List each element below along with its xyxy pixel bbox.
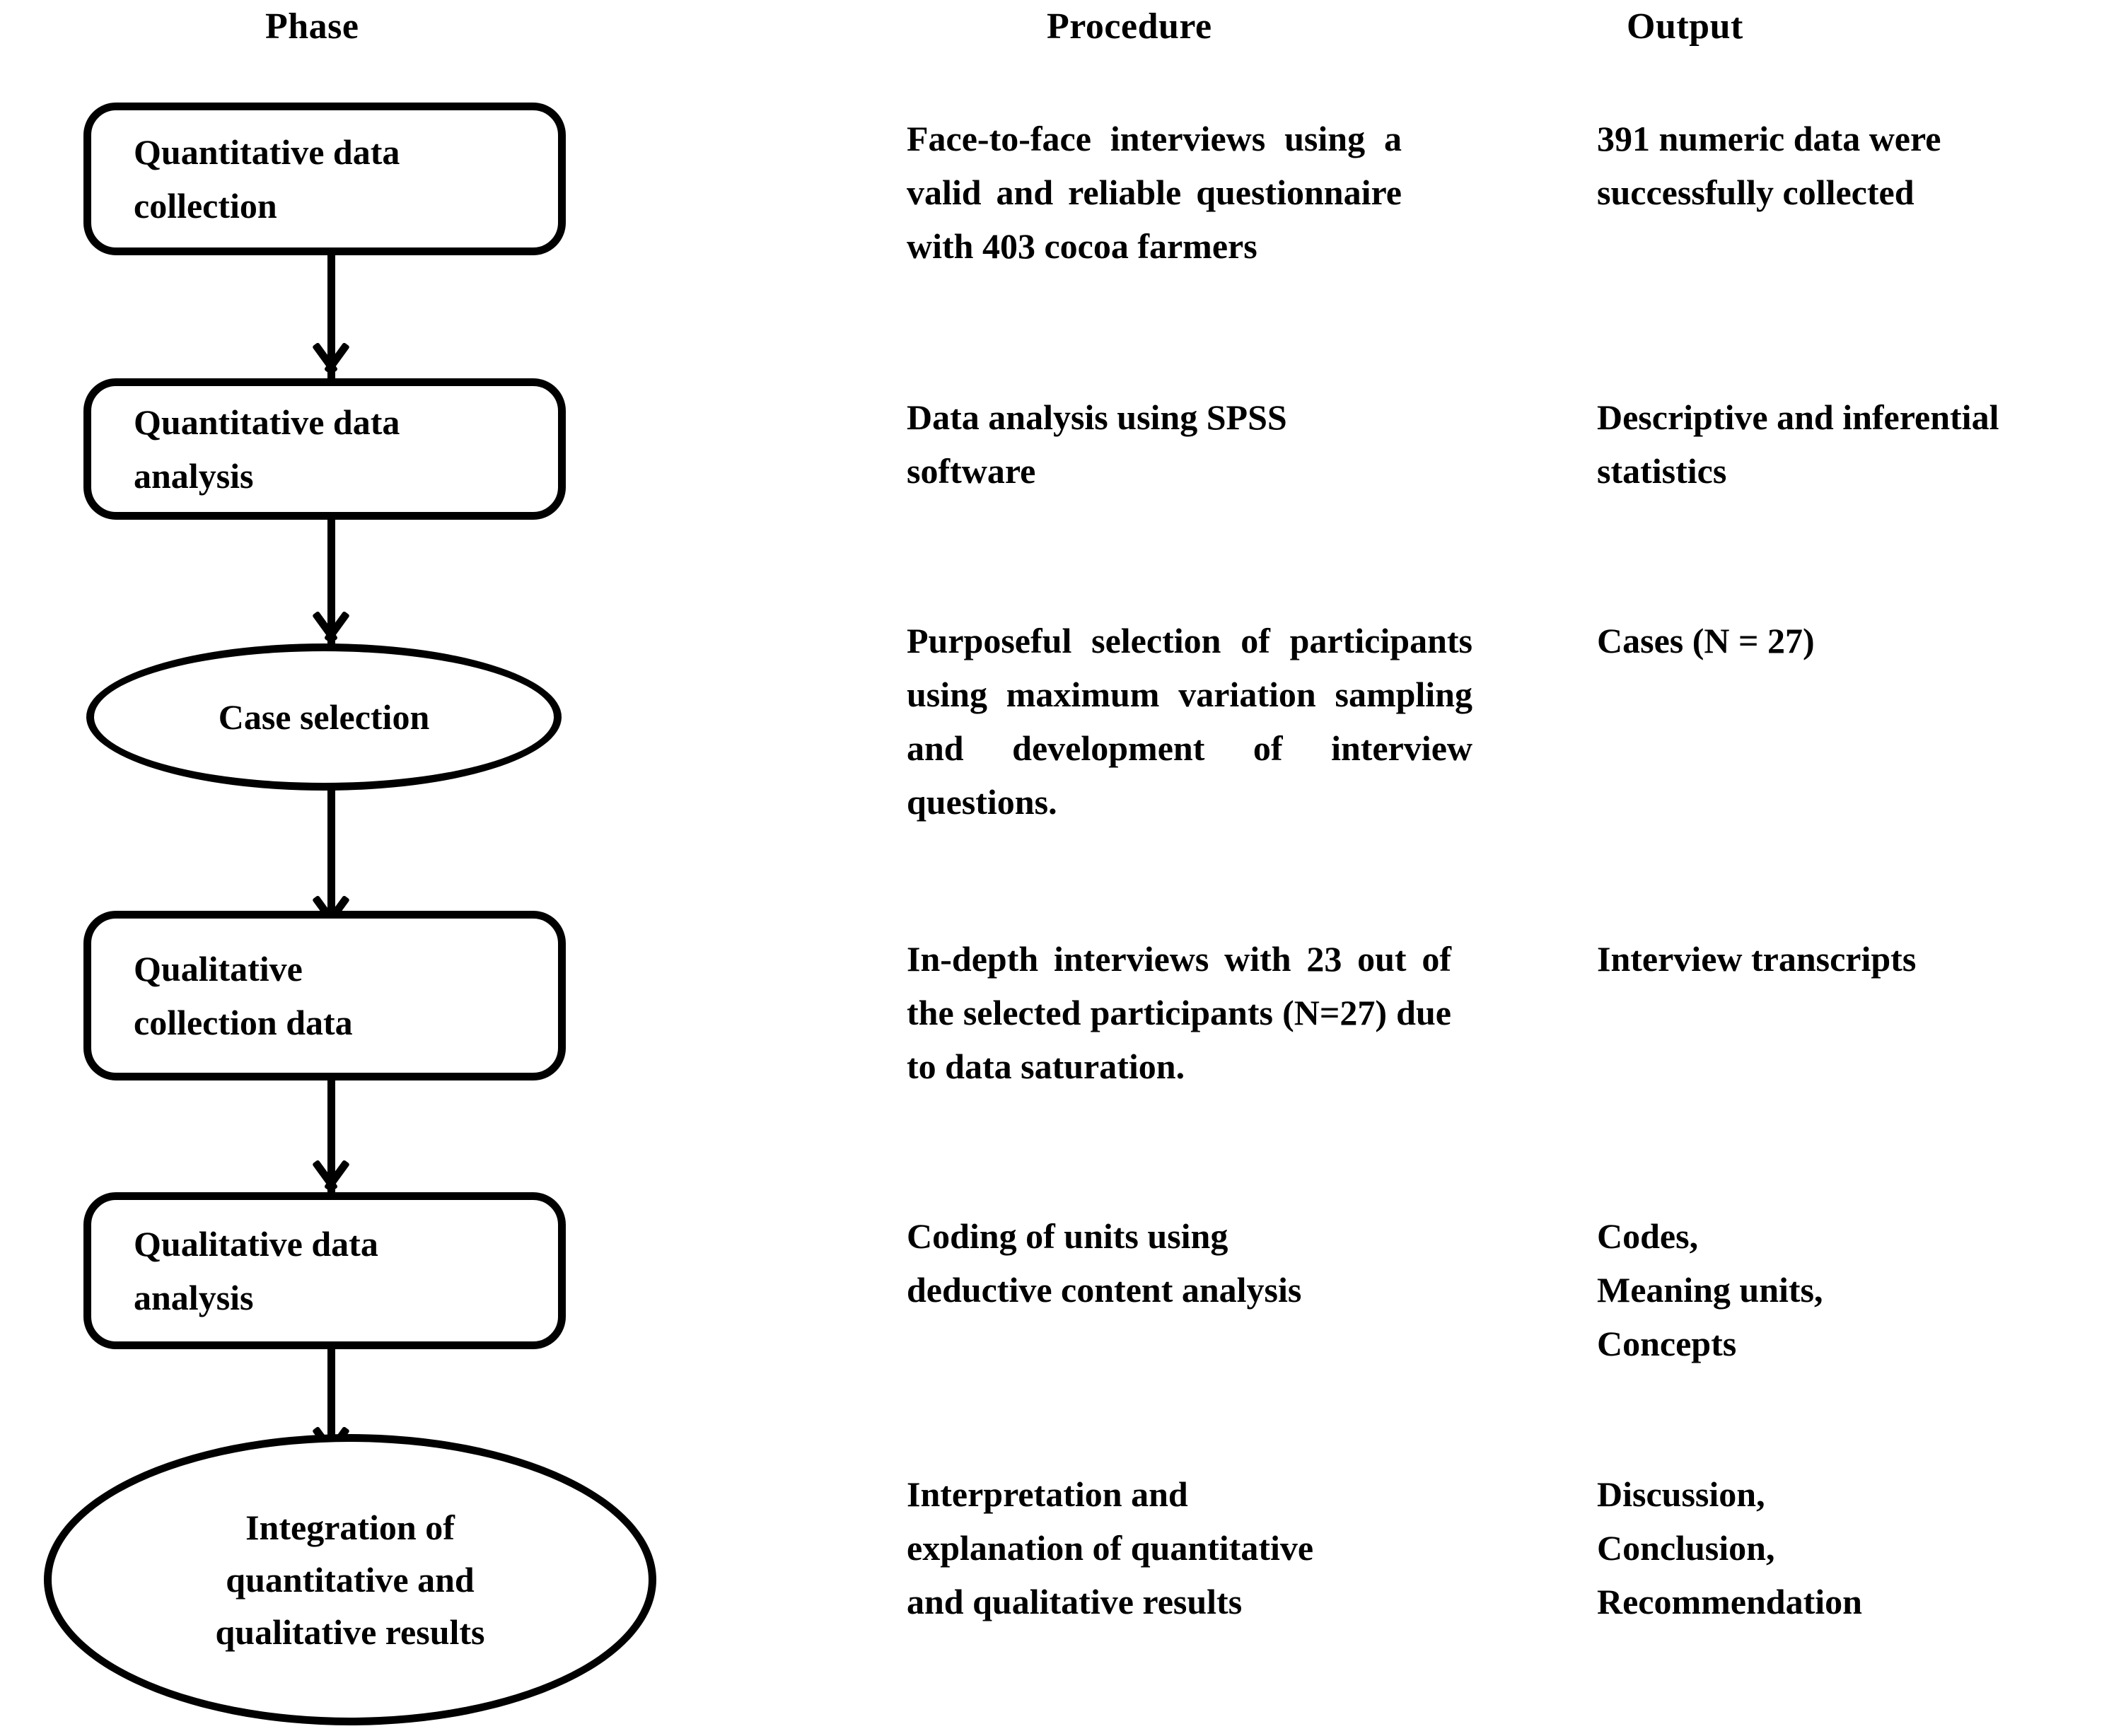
arrow-head-icon bbox=[309, 1162, 353, 1193]
output-text-row-2: Descriptive and inferential statistics bbox=[1597, 390, 2109, 498]
procedure-text-row-3: Purposeful selection of participants usi… bbox=[907, 621, 1472, 822]
procedure-line: Data analysis using SPSS bbox=[907, 397, 1287, 437]
arrow-stem bbox=[327, 1080, 335, 1196]
output-line: Recommendation bbox=[1597, 1582, 1862, 1621]
node-quantitative-data-collection[interactable]: Quantitative data collection bbox=[83, 103, 566, 255]
output-line: Codes, bbox=[1597, 1216, 1699, 1256]
procedure-line: explanation of quantitative bbox=[907, 1528, 1314, 1568]
node-quantitative-data-analysis[interactable]: Quantitative data analysis bbox=[83, 378, 566, 520]
procedure-text-row-4: In-depth interviews with 23 out of the s… bbox=[907, 939, 1451, 1086]
node-label: Qualitative collection data bbox=[91, 942, 353, 1049]
procedure-text-row-6: Interpretation and explanation of quanti… bbox=[907, 1467, 1494, 1629]
output-text-row-4: Interview transcripts bbox=[1597, 939, 1917, 979]
output-text-row-6: Discussion, Conclusion, Recommendation bbox=[1597, 1467, 2106, 1629]
output-text-row-5: Codes, Meaning units, Concepts bbox=[1597, 1209, 2106, 1370]
output-line: 391 numeric data were bbox=[1597, 119, 1941, 158]
column-header-procedure: Procedure bbox=[1047, 6, 1212, 47]
procedure-line: and qualitative results bbox=[907, 1582, 1243, 1621]
node-label-line: analysis bbox=[134, 456, 254, 496]
node-label-line: Integration of bbox=[245, 1508, 455, 1547]
output-line: successfully collected bbox=[1597, 173, 1915, 212]
output-line: Conclusion, bbox=[1597, 1528, 1775, 1568]
node-label-line: Quantitative data bbox=[134, 132, 400, 172]
output-line: Meaning units, bbox=[1597, 1270, 1823, 1310]
arrow-head-icon bbox=[309, 344, 353, 375]
column-header-phase: Phase bbox=[265, 6, 359, 47]
node-qualitative-data-analysis[interactable]: Qualitative data analysis bbox=[83, 1192, 566, 1349]
node-label-line: quantitative and bbox=[226, 1560, 475, 1600]
arrow-head-icon bbox=[309, 613, 353, 644]
output-line: Descriptive and inferential bbox=[1597, 397, 1999, 437]
output-line: Concepts bbox=[1597, 1324, 1737, 1363]
node-label-line: collection data bbox=[134, 1003, 353, 1042]
output-text-row-3: Cases (N = 27) bbox=[1597, 621, 1815, 660]
procedure-text-row-5: Coding of units using deductive content … bbox=[907, 1209, 1472, 1317]
node-qualitative-collection-data[interactable]: Qualitative collection data bbox=[83, 911, 566, 1080]
procedure-line: Coding of units using bbox=[907, 1216, 1228, 1256]
node-label: Case selection bbox=[94, 691, 554, 743]
procedure-text-row-2: Data analysis using SPSS software bbox=[907, 390, 1416, 498]
node-label-line: Qualitative bbox=[134, 949, 303, 989]
output-line: statistics bbox=[1597, 451, 1727, 491]
arrow-stem bbox=[327, 520, 335, 647]
node-label-line: analysis bbox=[134, 1278, 254, 1317]
arrow-stem bbox=[327, 255, 335, 378]
arrow-stem bbox=[327, 786, 335, 931]
procedure-text-row-1: Face-to-face interviews using a valid an… bbox=[907, 119, 1402, 266]
node-label: Quantitative data collection bbox=[91, 125, 400, 233]
procedure-line: software bbox=[907, 451, 1036, 491]
node-label: Integration of quantitative and qualitat… bbox=[52, 1501, 649, 1658]
node-label-line: Qualitative data bbox=[134, 1224, 378, 1264]
node-label-line: collection bbox=[134, 186, 277, 226]
node-label-line: Case selection bbox=[218, 697, 430, 737]
node-case-selection[interactable]: Case selection bbox=[86, 643, 562, 791]
node-integration-of-results[interactable]: Integration of quantitative and qualitat… bbox=[44, 1434, 656, 1725]
node-label: Qualitative data analysis bbox=[91, 1217, 378, 1324]
output-line: Discussion, bbox=[1597, 1474, 1765, 1514]
output-text-row-1: 391 numeric data were successfully colle… bbox=[1597, 112, 2106, 219]
procedure-line: deductive content analysis bbox=[907, 1270, 1302, 1310]
node-label: Quantitative data analysis bbox=[91, 395, 400, 503]
column-header-output: Output bbox=[1627, 6, 1743, 47]
node-label-line: Quantitative data bbox=[134, 402, 400, 442]
node-label-line: qualitative results bbox=[215, 1612, 485, 1652]
arrow-stem bbox=[327, 1349, 335, 1462]
procedure-line: Interpretation and bbox=[907, 1474, 1188, 1514]
